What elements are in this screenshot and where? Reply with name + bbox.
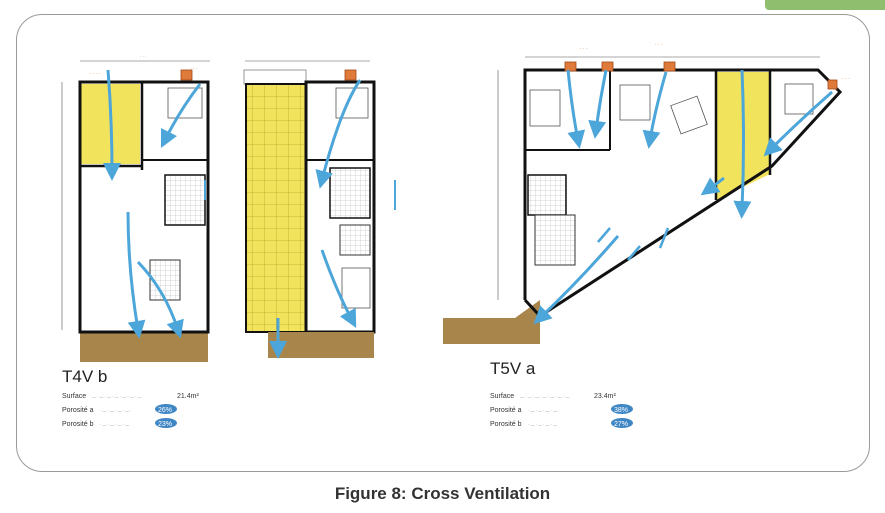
protection-label: · · · — [580, 46, 588, 52]
airflow-arrow — [320, 249, 357, 328]
porosite-b-formula: · — · — · — · — — [528, 422, 557, 427]
protection-label: · · · — [842, 76, 850, 82]
ground-strip — [443, 300, 540, 344]
bathroom — [164, 174, 206, 226]
protection-label: · · · — [655, 42, 663, 48]
corner-tab — [765, 0, 885, 10]
porosite-a-label: Porosité a — [62, 407, 94, 414]
porosite-b-label: Porosité b — [490, 421, 522, 428]
stairs — [339, 224, 371, 256]
protection-box — [601, 61, 614, 72]
bathroom — [527, 174, 567, 216]
patio-grid — [245, 83, 307, 333]
bathroom — [329, 167, 371, 219]
protection-box — [344, 69, 357, 81]
porosite-b-value: 27% — [614, 421, 628, 428]
protection-label: · · · · — [90, 71, 101, 77]
label-block-t5va: T5V a Surface — · — · — · — · — · — · — … — [490, 359, 633, 428]
plan-section-2 — [243, 60, 396, 359]
airflow-arrow — [102, 69, 121, 181]
awning — [243, 69, 307, 85]
protection-box — [564, 61, 577, 72]
airflow-arrow — [642, 71, 668, 149]
porosite-a-value: 26% — [158, 407, 172, 414]
airflow-arrow — [315, 79, 362, 189]
bed — [335, 87, 369, 119]
airflow-arrow — [627, 245, 641, 261]
protection-box — [663, 61, 676, 72]
figure-caption: Figure 8: Cross Ventilation — [334, 484, 551, 503]
surface-value: 23.4m² — [594, 393, 616, 400]
airflow-arrow — [733, 69, 752, 219]
surface-formula: — · — · — · — · — · — · — — [92, 394, 141, 399]
plan-t4vb: · · · · · · · · · · — [61, 54, 210, 362]
airflow-arrow — [160, 83, 202, 149]
protection-box — [827, 79, 838, 90]
plan-t5va: · · · · · · · · · — [443, 42, 850, 344]
plan-title: T4V b — [62, 367, 107, 386]
airflow-arrow — [126, 211, 146, 339]
airflow-arrow — [658, 227, 670, 249]
porosite-a-value: 38% — [614, 407, 628, 414]
bed — [784, 83, 814, 115]
airflow-arrow — [763, 90, 833, 157]
bed — [167, 87, 203, 119]
surface-formula: — · — · — · — · — · — · — — [520, 394, 569, 399]
bed — [670, 95, 708, 135]
protection-label: · · · — [190, 66, 198, 72]
surface-label: Surface — [490, 393, 514, 400]
ground-strip — [268, 332, 374, 358]
porosite-a-label: Porosité a — [490, 407, 522, 414]
porosite-b-label: Porosité b — [62, 421, 94, 428]
surface-label: Surface — [62, 393, 86, 400]
porosite-b-formula: · — · — · — · — — [100, 422, 129, 427]
protection-box — [180, 69, 193, 81]
airflow-arrow — [597, 227, 611, 243]
bed — [529, 89, 561, 127]
porosite-a-badge — [611, 404, 633, 414]
bed — [619, 84, 651, 121]
label-block-t4vb: T4V b Surface — · — · — · — · — · — · — … — [62, 367, 199, 428]
porosite-a-formula: · — · — · — · — · — [100, 408, 132, 413]
airflow-arrow — [533, 235, 620, 325]
porosite-b-badge — [155, 418, 177, 428]
porosite-b-value: 23% — [158, 421, 172, 428]
ground-strip — [80, 332, 208, 362]
airflow-arrow — [700, 176, 725, 196]
airflow-arrow — [136, 260, 184, 339]
porosite-a-formula: · — · — · — · — · — [528, 408, 560, 413]
bed — [341, 267, 371, 309]
plan-title: T5V a — [490, 359, 536, 378]
stairs — [534, 214, 576, 266]
surface-value: 21.4m² — [177, 393, 199, 400]
airflow-arrow — [566, 69, 586, 149]
porosite-b-badge — [611, 418, 633, 428]
dimension-text: · · · — [140, 54, 146, 59]
porosite-a-badge — [155, 404, 177, 414]
airflow-arrow — [588, 69, 608, 139]
